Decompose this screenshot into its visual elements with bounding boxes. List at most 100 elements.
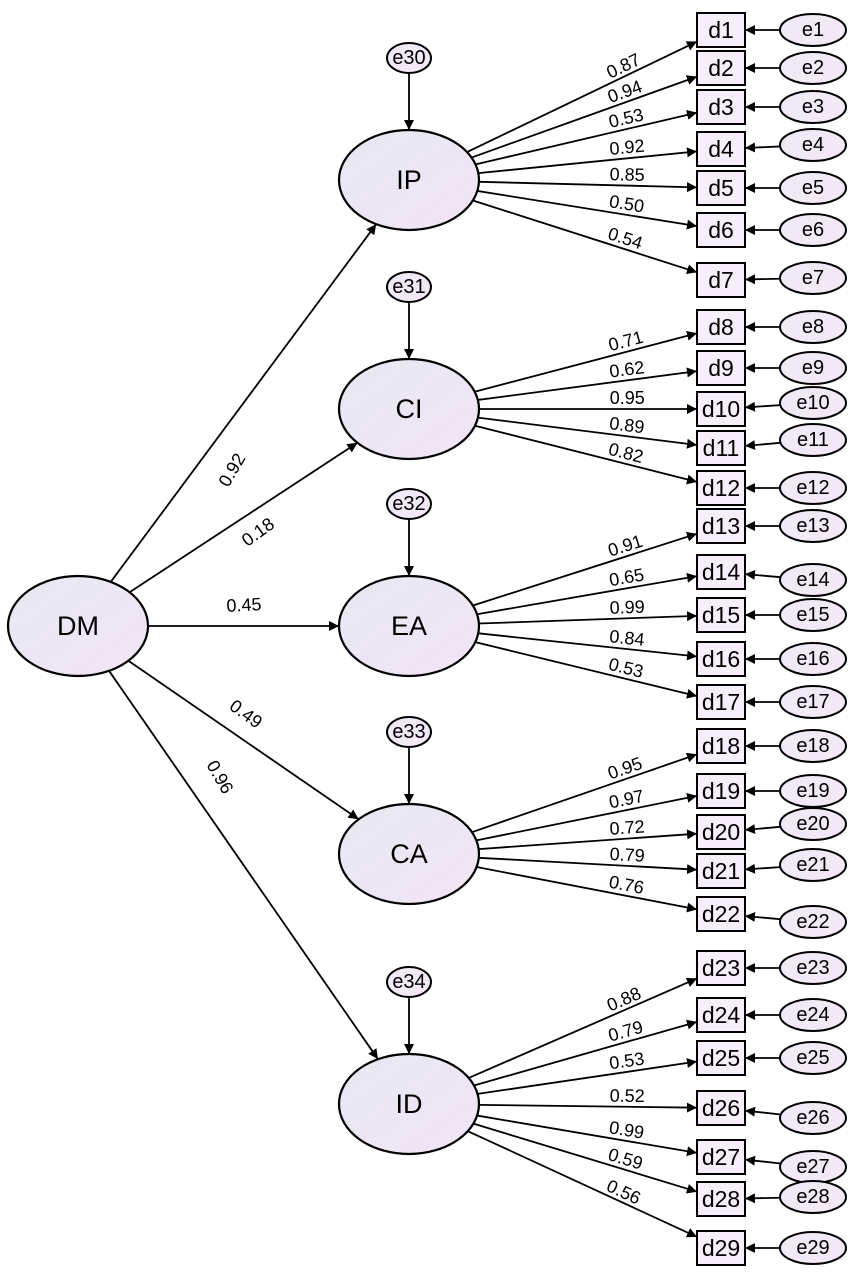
path-e26-d26 xyxy=(744,1106,781,1117)
observed-d8 xyxy=(696,309,746,345)
loading-coef-d17: 0.53 xyxy=(607,654,646,682)
error-e20-label: e20 xyxy=(796,813,829,835)
observed-d28 xyxy=(696,1181,746,1217)
observed-d7 xyxy=(696,262,746,298)
observed-d3 xyxy=(696,89,746,125)
loading-ca-d20 xyxy=(478,829,698,850)
loading-coef-d16: 0.84 xyxy=(609,626,646,650)
loading-coef-d13: 0.91 xyxy=(606,531,645,561)
observed-d27-label: d27 xyxy=(702,1144,740,1170)
observed-d15 xyxy=(696,597,746,633)
latent-ci xyxy=(337,357,481,461)
observed-d22 xyxy=(696,896,746,932)
observed-d10 xyxy=(696,391,746,427)
error-e12-label: e12 xyxy=(796,477,829,499)
observed-d19-label: d19 xyxy=(702,778,740,804)
path-coef-dm-id: 0.96 xyxy=(203,757,238,797)
observed-d1-label: d1 xyxy=(708,17,734,43)
error-e34-label: e34 xyxy=(392,971,425,993)
error-e29 xyxy=(779,1231,847,1265)
observed-d20 xyxy=(696,814,746,850)
loading-coef-d20: 0.72 xyxy=(609,816,645,838)
error-e33-label: e33 xyxy=(392,721,425,743)
path-e10-d10 xyxy=(744,401,781,412)
loading-ea-d15 xyxy=(478,611,698,625)
observed-d23-label: d23 xyxy=(702,955,740,981)
latent-ip-label: IP xyxy=(396,165,422,195)
error-e8-label: e8 xyxy=(802,316,824,338)
error-e4-label: e4 xyxy=(802,134,824,156)
path-coef-dm-ip: 0.92 xyxy=(215,450,250,490)
error-e5 xyxy=(779,171,847,205)
error-e20 xyxy=(779,807,847,841)
loading-coef-d26: 0.52 xyxy=(610,1086,645,1106)
observed-d11-label: d11 xyxy=(703,435,740,461)
error-e15 xyxy=(779,598,847,632)
error-e32 xyxy=(386,488,432,520)
error-e1 xyxy=(779,13,847,47)
loading-coef-d28: 0.59 xyxy=(606,1144,645,1173)
observed-d13-label: d13 xyxy=(702,513,740,539)
error-e18-label: e18 xyxy=(796,735,829,757)
loading-coef-d21: 0.79 xyxy=(609,844,645,866)
error-e8 xyxy=(779,310,847,344)
error-e26 xyxy=(779,1101,847,1135)
loading-coef-d7: 0.54 xyxy=(606,223,645,253)
error-e4 xyxy=(779,128,847,162)
observed-d18-label: d18 xyxy=(702,733,740,759)
latent-id xyxy=(337,1052,481,1156)
loading-ip-d7 xyxy=(472,199,698,275)
error-e11 xyxy=(779,423,847,457)
path-e14-d14 xyxy=(744,569,781,580)
error-e30-label: e30 xyxy=(392,47,425,69)
path-e27-d27 xyxy=(744,1155,781,1166)
loading-ea-d16 xyxy=(478,632,698,661)
loading-coef-d9: 0.62 xyxy=(608,357,645,381)
observed-d5 xyxy=(696,170,746,206)
error-e17-label: e17 xyxy=(796,691,829,713)
path-dm-ca xyxy=(127,659,360,821)
error-e34 xyxy=(386,966,432,998)
error-e31 xyxy=(386,271,432,303)
loading-ea-d13 xyxy=(472,531,698,607)
path-e22-d22 xyxy=(744,911,781,922)
observed-d15-label: d15 xyxy=(702,602,740,628)
loading-ci-d12 xyxy=(474,424,698,485)
observed-d16 xyxy=(696,641,746,677)
loading-ip-d3 xyxy=(475,110,698,166)
observed-d29 xyxy=(696,1230,746,1266)
path-e4-d4 xyxy=(744,142,781,153)
error-e2 xyxy=(779,51,847,85)
error-e24-label: e24 xyxy=(796,1004,829,1026)
error-e26-label: e26 xyxy=(796,1107,829,1129)
observed-d9 xyxy=(696,350,746,386)
observed-d5-label: d5 xyxy=(708,175,734,201)
error-e18 xyxy=(779,729,847,763)
path-dm-ci xyxy=(129,442,358,593)
error-e1-label: e1 xyxy=(802,19,824,41)
error-e22 xyxy=(779,905,847,939)
loading-coef-d24: 0.79 xyxy=(606,1017,645,1046)
error-e32-label: e32 xyxy=(392,493,425,515)
observed-d4-label: d4 xyxy=(708,136,734,162)
error-e9 xyxy=(779,351,847,385)
observed-d7-label: d7 xyxy=(708,267,734,293)
observed-d16-label: d16 xyxy=(702,646,740,672)
observed-d18 xyxy=(696,728,746,764)
path-dm-ip xyxy=(110,223,377,583)
loading-coef-d3: 0.53 xyxy=(607,104,646,131)
loading-ci-d11 xyxy=(477,416,698,449)
loading-coef-d8: 0.71 xyxy=(606,327,645,355)
error-e28-label: e28 xyxy=(796,1186,829,1208)
path-e21-d21 xyxy=(744,863,781,874)
observed-d12 xyxy=(696,470,746,506)
error-e7 xyxy=(779,261,847,295)
latent-dm-label: DM xyxy=(57,611,99,641)
loading-id-d29 xyxy=(467,1130,698,1238)
error-e31-label: e31 xyxy=(392,276,425,298)
observed-d21 xyxy=(696,853,746,889)
observed-d14-label: d14 xyxy=(702,559,741,585)
loading-ea-d17 xyxy=(475,641,698,699)
observed-d26 xyxy=(696,1090,746,1126)
observed-d9-label: d9 xyxy=(708,355,734,381)
